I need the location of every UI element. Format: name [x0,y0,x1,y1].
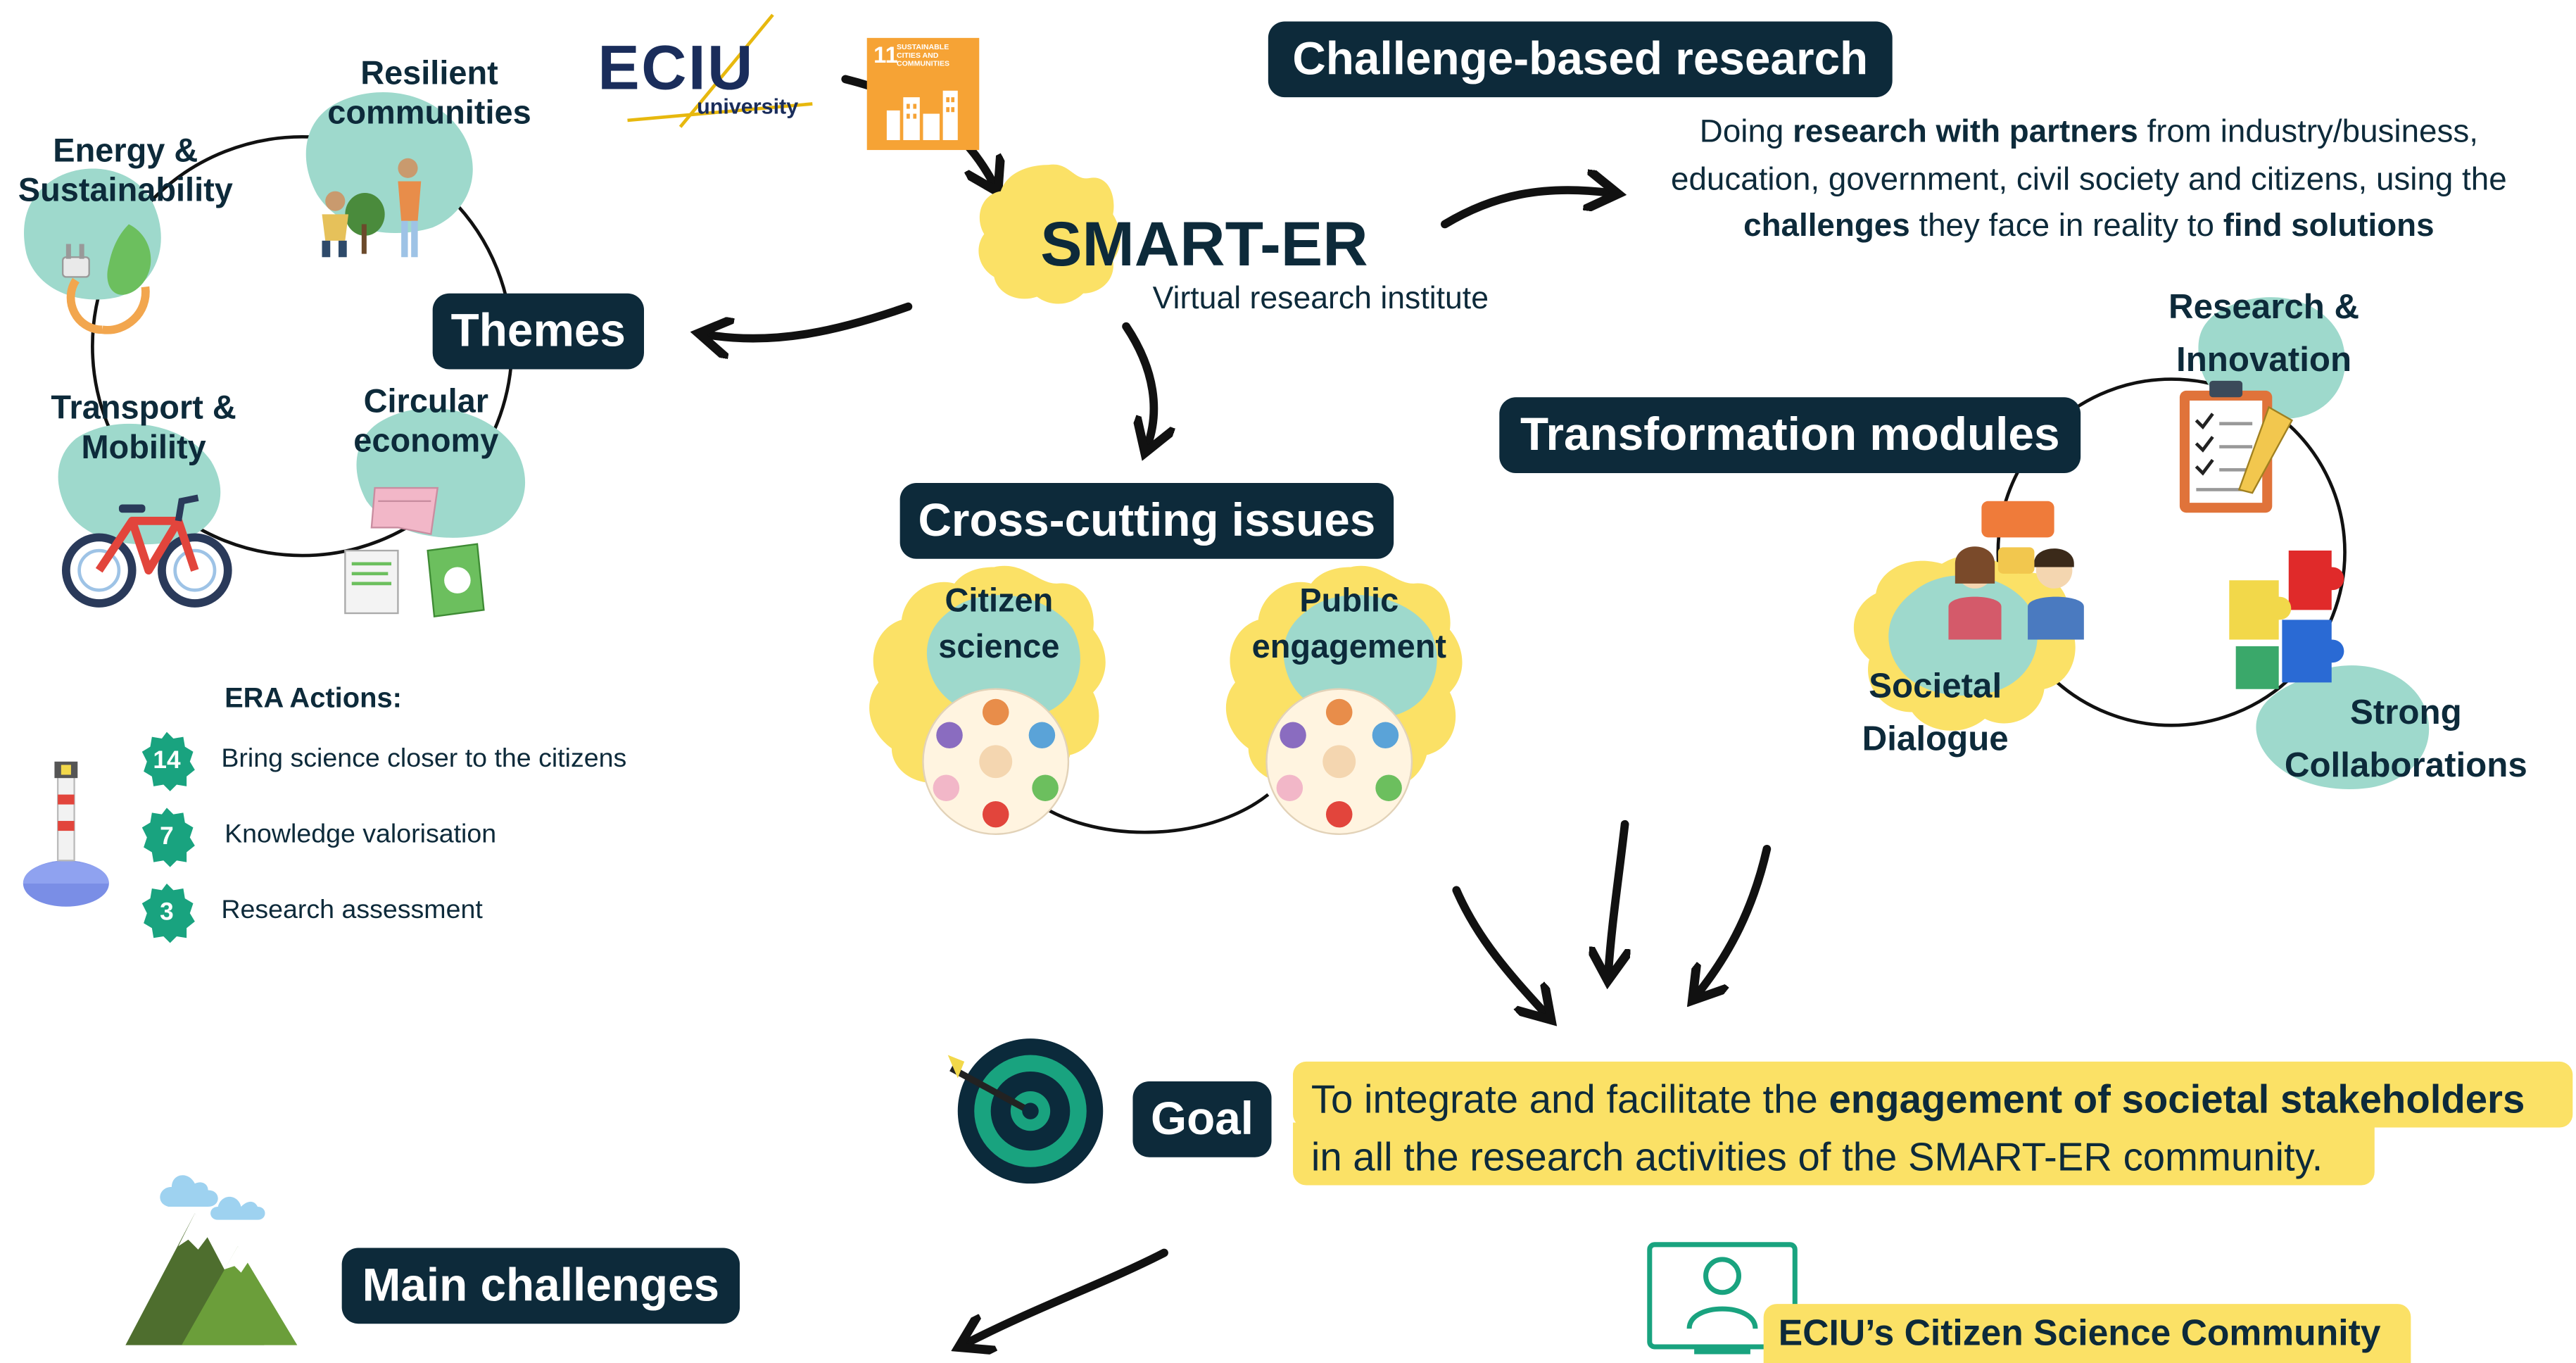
people-circle-icon-public [1265,688,1413,835]
smarter-yellow-blob [978,164,1120,304]
challenge-research-description: Doing research with partners from indust… [1602,109,2576,250]
module-research-innovation: Research &Innovation [2168,288,2360,379]
goal-statement: To integrate and facilitate the engageme… [1311,1078,2525,1181]
community-title: ECIU’s Citizen Science Community [1778,1312,2381,1354]
arrow-to-cross-cutting [1122,322,1154,446]
era-badge-3: 3 [137,884,195,943]
smarter-title: SMART-ER [1040,211,1368,281]
arrow-to-challenge-research [1441,190,1610,229]
people-circle-icon-citizen [922,688,1070,835]
challenge-research-title: Challenge-based research [1268,21,1893,98]
era-title: ERA Actions: [225,682,402,714]
sdg-number: 11 [873,41,898,68]
bicycle-icon [61,494,232,608]
goal-title: Goal [1132,1081,1272,1157]
challenge-line-1: Doing research with partners from indust… [1699,113,2478,151]
plug-icon [61,224,151,334]
era-item-3: Research assessment [221,896,483,925]
theme-energy-sustainability: Energy &Sustainability [18,133,233,210]
era-item-2: Knowledge valorisation [225,821,497,849]
main-challenges-title: Main challenges [341,1248,740,1324]
goal-highlight-1 [1293,1061,2573,1128]
themes-title: Themes [432,293,644,370]
clipboard-checklist-icon [2179,380,2294,513]
arrow-to-themes [707,302,913,339]
gardening-people-icon [322,158,422,258]
puzzle-pieces-icon [2229,551,2344,689]
lighthouse-icon [23,761,109,907]
smarter-subtitle: Virtual research institute [1152,282,1489,317]
challenge-line-2: education, government, civil society and… [1671,161,2507,197]
arrow-goal-left [1452,886,1546,1014]
challenge-line-3: challenges they face in reality to find … [1743,208,2435,244]
eciu-logo: ECIU university [595,8,826,128]
target-icon [947,1038,1104,1184]
goal-highlight-2 [1293,1122,2375,1186]
era-badge-7: 7 [137,808,195,867]
recycled-clothes-icon [344,486,485,618]
arrow-to-main-challenges [966,1248,1168,1344]
arrow-goal-right [1698,844,1772,994]
eciu-subtitle: university [697,94,799,119]
theme-transport-mobility: Transport &Mobility [51,390,236,467]
sdg-11-tile: 11 SUSTAINABLE CITIES AND COMMUNITIES [866,37,980,151]
eciu-wordmark: ECIU [598,34,755,104]
era-item-1: Bring science closer to the citizens [221,745,627,774]
era-badge-14: 14 [137,731,195,791]
cross-cutting-title: Cross-cutting issues [899,483,1394,559]
cross-cutting-arc [1030,793,1270,834]
city-buildings-icon [886,90,958,141]
transformation-title: Transformation modules [1499,397,2081,473]
mountains-icon [125,1175,298,1345]
dialogue-people-icon [1948,501,2084,640]
sdg-caption: SUSTAINABLE CITIES AND COMMUNITIES [896,42,950,68]
arrow-goal-center [1608,819,1624,973]
